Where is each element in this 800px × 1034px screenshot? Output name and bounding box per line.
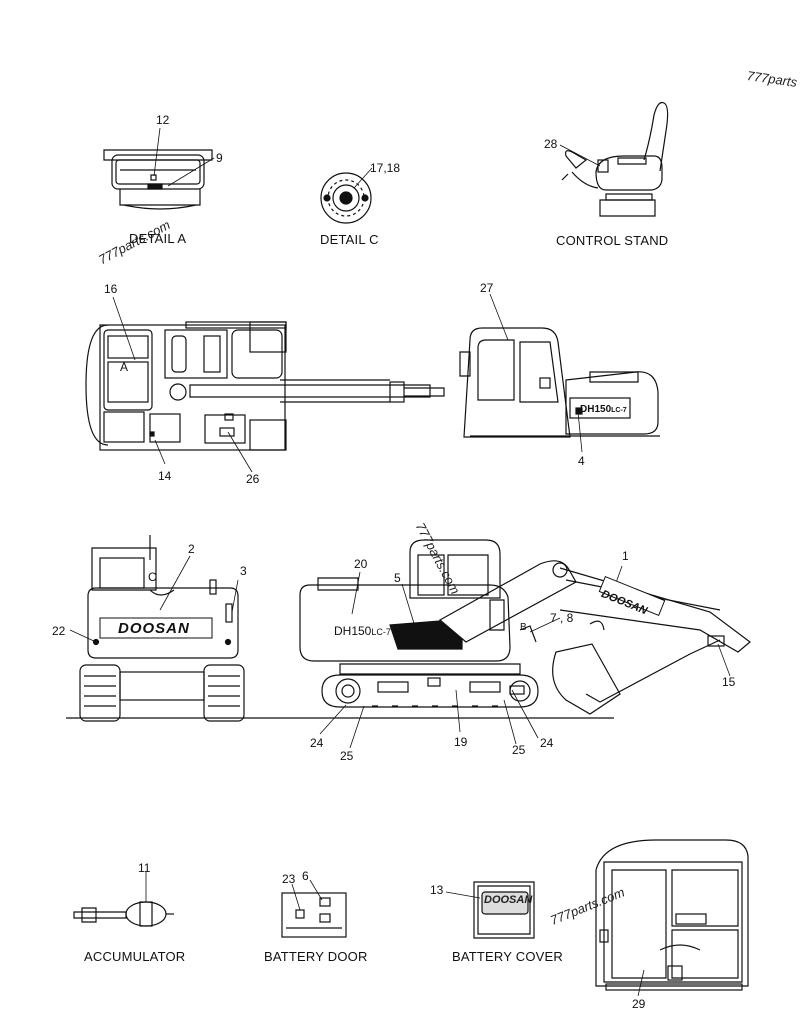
callout-26: 26 — [246, 472, 260, 486]
callout-17-18: 17,18 — [370, 161, 401, 175]
rear-brand-decal — [99, 617, 213, 639]
callout-5: 5 — [394, 571, 401, 585]
rear-brand-text: DOOSAN — [118, 620, 190, 637]
callout-29: 29 — [632, 997, 646, 1011]
callout-14: 14 — [158, 469, 172, 483]
caption-battery-cover: BATTERY COVER — [452, 949, 563, 964]
callout-28: 28 — [544, 137, 558, 151]
detail-a-drawing — [103, 149, 213, 210]
battery-door-drawing — [281, 892, 347, 938]
control-stand-drawing — [561, 101, 669, 217]
accumulator-drawing — [73, 901, 174, 927]
callout-25-left: 25 — [340, 749, 354, 763]
leader-lines — [69, 127, 731, 997]
callout-3: 3 — [240, 564, 247, 578]
callout-27: 27 — [480, 281, 494, 295]
callout-19: 19 — [454, 735, 468, 749]
callout-16: 16 — [104, 282, 118, 296]
caption-detail-a: DETAIL A — [129, 231, 187, 246]
view-mark-a: A — [120, 360, 129, 374]
cab-drawing — [595, 839, 749, 991]
side-model-number: DH150 — [334, 624, 372, 638]
callout-7-8: 7 , 8 — [550, 611, 574, 625]
caption-accumulator: ACCUMULATOR — [84, 949, 186, 964]
callout-9: 9 — [216, 151, 223, 165]
callout-4: 4 — [578, 454, 585, 468]
callout-2: 2 — [188, 542, 195, 556]
callout-13: 13 — [430, 883, 444, 897]
caption-detail-c: DETAIL C — [320, 232, 379, 247]
battery-cover-brand-text: DOOSAN — [484, 894, 533, 906]
rear-view-drawing — [79, 535, 245, 722]
view-mark-c: C — [148, 570, 157, 584]
caption-battery-door: BATTERY DOOR — [264, 949, 368, 964]
callout-6: 6 — [302, 869, 309, 883]
callout-11: 11 — [138, 861, 151, 875]
callout-24-left: 24 — [310, 736, 324, 750]
callout-12: 12 — [156, 113, 170, 127]
battery-cover-drawing — [473, 881, 535, 939]
boom-brand-decal — [598, 575, 666, 617]
callout-1: 1 — [622, 549, 629, 563]
cab-model-suffix: LC-7 — [611, 407, 627, 414]
top-view-drawing — [85, 321, 445, 451]
callout-24-right: 24 — [540, 736, 554, 750]
cab-model-number: DH150 — [580, 404, 612, 415]
caption-control-stand: CONTROL STAND — [556, 233, 669, 248]
view-mark-b: B — [520, 622, 527, 633]
callout-25-right: 25 — [512, 743, 526, 757]
side-model-suffix: LC-7 — [371, 627, 391, 637]
callout-20: 20 — [354, 557, 368, 571]
side-model-decal: DH150LC-7 — [334, 624, 391, 638]
cab-model-decal: DH150LC-7 — [580, 404, 627, 415]
callout-15: 15 — [722, 675, 736, 689]
detail-c-drawing — [320, 172, 372, 224]
side-cab-view-drawing — [459, 327, 660, 438]
side-view-drawing — [299, 539, 751, 715]
callout-23: 23 — [282, 872, 296, 886]
callout-22: 22 — [52, 624, 66, 638]
